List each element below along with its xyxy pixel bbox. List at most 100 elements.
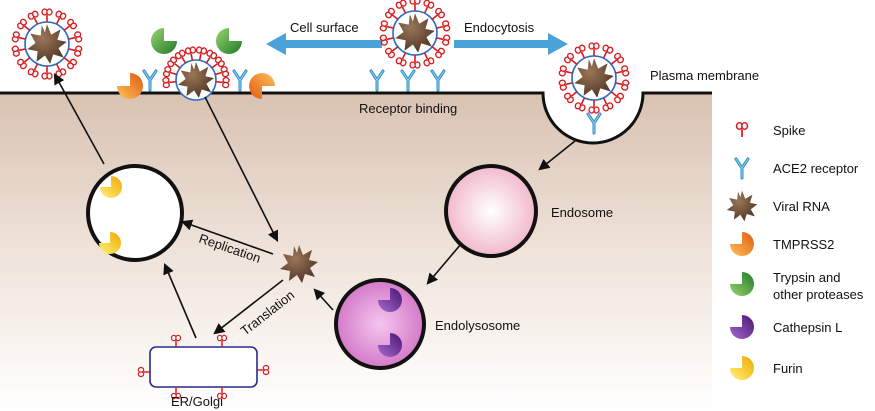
spike-icon [563, 52, 578, 65]
spike-icon [574, 97, 586, 112]
furin-icon [100, 176, 122, 198]
spike-icon [431, 46, 446, 59]
spike-icon [610, 91, 625, 104]
spike-icon [257, 364, 270, 376]
cell-surface-arrow [266, 33, 382, 55]
spike-icon [436, 20, 451, 32]
trypsin-icon [151, 28, 177, 54]
ace2-receptor-icon [400, 69, 416, 92]
spike-icon [395, 52, 407, 67]
spike-icon [409, 0, 421, 11]
spike-icon [211, 56, 225, 69]
endocytic-virion [558, 42, 630, 114]
cathepsin-icon [378, 288, 402, 312]
legend-label: Trypsin and [773, 270, 840, 285]
spike-icon [384, 46, 399, 59]
spike-icon [615, 65, 630, 77]
legend-label: TMPRSS2 [773, 237, 834, 252]
extracellular-virion [379, 0, 451, 69]
replication-arrow [180, 219, 274, 255]
furin-icon [99, 232, 121, 254]
spike-icon [205, 49, 218, 64]
spike-icon [162, 66, 178, 78]
binding-virion [162, 46, 230, 101]
spike-icon [574, 44, 586, 59]
spike-icon [41, 8, 53, 22]
ace2-receptor-icon [142, 69, 158, 92]
tmprss2-icon [117, 73, 143, 99]
legend-item: Spike [735, 121, 806, 138]
cell-surface-label: Cell surface [290, 20, 359, 35]
spike-icon [409, 55, 421, 69]
endosome [444, 164, 538, 258]
released-virion [11, 8, 83, 80]
spike-icon [215, 76, 230, 89]
spike-icon [55, 10, 67, 25]
to-endolysosome-arrow [426, 243, 462, 285]
to-vesicle-arrow [163, 262, 197, 339]
spike-icon [436, 34, 451, 46]
spike-icon [395, 0, 407, 14]
uncoating-arrow [204, 96, 279, 243]
legend-item: Cathepsin L [730, 315, 842, 339]
viral-rna-icon [178, 62, 214, 98]
cathepsin-icon [730, 315, 754, 339]
spike-icon [162, 76, 177, 89]
legend-label: Viral RNA [773, 199, 830, 214]
ace2-receptor-icon [586, 112, 602, 135]
spike-icon [68, 31, 83, 43]
spike-icon [588, 42, 600, 56]
endosome-label: Endosome [551, 205, 613, 220]
endolysosome-label: Endolysosome [435, 318, 520, 333]
to-endosome-arrow [538, 140, 576, 171]
rna-release-arrow [313, 288, 334, 311]
spike-icon [63, 57, 78, 70]
spike-icon [11, 31, 26, 43]
receptor-binding-label: Receptor binding [359, 101, 457, 116]
spike-icon [195, 46, 208, 61]
cathepsin-icon [378, 333, 402, 357]
spike-icon [27, 10, 39, 25]
ace2-receptor-icon [232, 69, 248, 92]
trypsin-icon [730, 272, 754, 296]
spike-icon [16, 18, 31, 31]
legend-item: Viral RNA [726, 190, 830, 222]
endocytosis-arrow [454, 33, 568, 55]
spike-icon [174, 49, 187, 64]
spike-icon [63, 18, 78, 31]
viral-rna-icon [726, 190, 758, 222]
trypsin-icon [216, 28, 242, 54]
spike-icon [563, 91, 578, 104]
endocytosis-label: Endocytosis [464, 20, 535, 35]
spike-icon [214, 66, 230, 78]
spike-icon [602, 97, 614, 112]
spike-icon [167, 56, 181, 69]
assembly-vesicle [86, 164, 184, 262]
spike-icon [423, 52, 435, 67]
spike-icon [558, 65, 573, 77]
spike-icon [41, 66, 53, 80]
legend-item: ACE2 receptor [734, 157, 859, 180]
exocytosis-arrow [53, 73, 105, 165]
spike-icon [379, 20, 394, 32]
er-golgi [137, 334, 270, 400]
spike-icon [379, 34, 394, 46]
plasma-membrane [0, 91, 712, 145]
viral-rna-icon [395, 13, 435, 53]
spike-icon [170, 334, 182, 347]
spike-icon [184, 46, 197, 61]
proteases-surface [117, 28, 275, 99]
spike-icon [431, 7, 446, 20]
spike-icon [137, 366, 150, 378]
legend-label: Furin [773, 361, 803, 376]
spike-icon [68, 45, 83, 57]
legend-label: Spike [773, 123, 806, 138]
legend-item: Furin [730, 356, 803, 380]
plasma-membrane-label: Plasma membrane [650, 68, 759, 83]
viral-rna-icon [27, 24, 67, 64]
spike-icon [615, 79, 630, 91]
